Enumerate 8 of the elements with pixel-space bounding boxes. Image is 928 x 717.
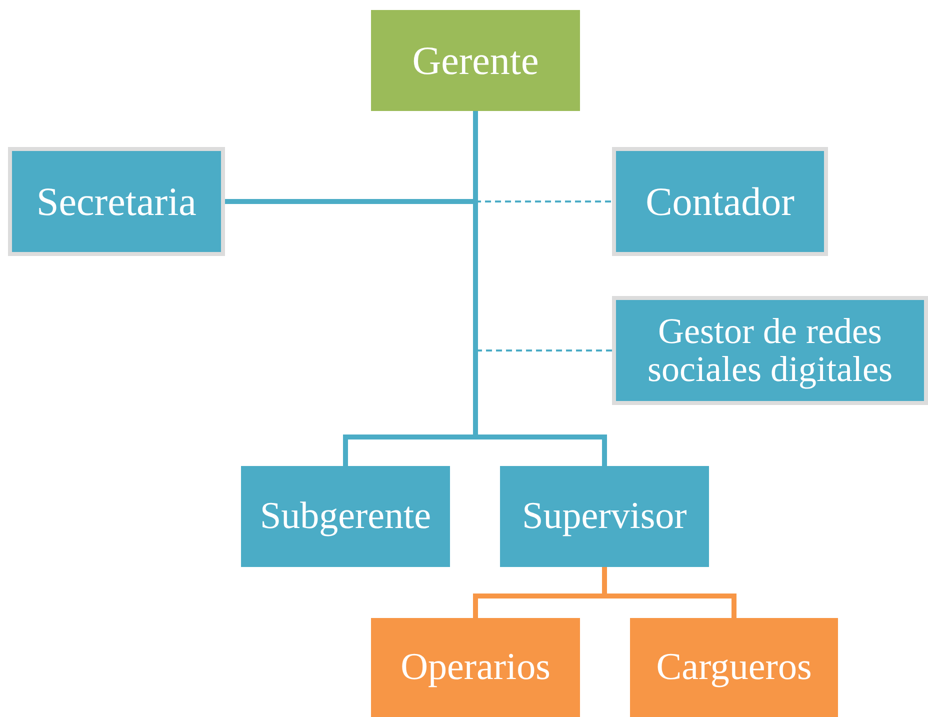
role-box: Supervisor	[500, 466, 709, 567]
role-box: Subgerente	[241, 466, 450, 567]
role-box: Gerente	[371, 10, 580, 111]
role-box: Cargueros	[630, 618, 838, 717]
role-box: Secretaria	[8, 147, 225, 256]
role-box: Contador	[612, 147, 828, 256]
role-box: Gestor de redes sociales digitales	[612, 296, 928, 405]
role-box: Operarios	[371, 618, 580, 717]
